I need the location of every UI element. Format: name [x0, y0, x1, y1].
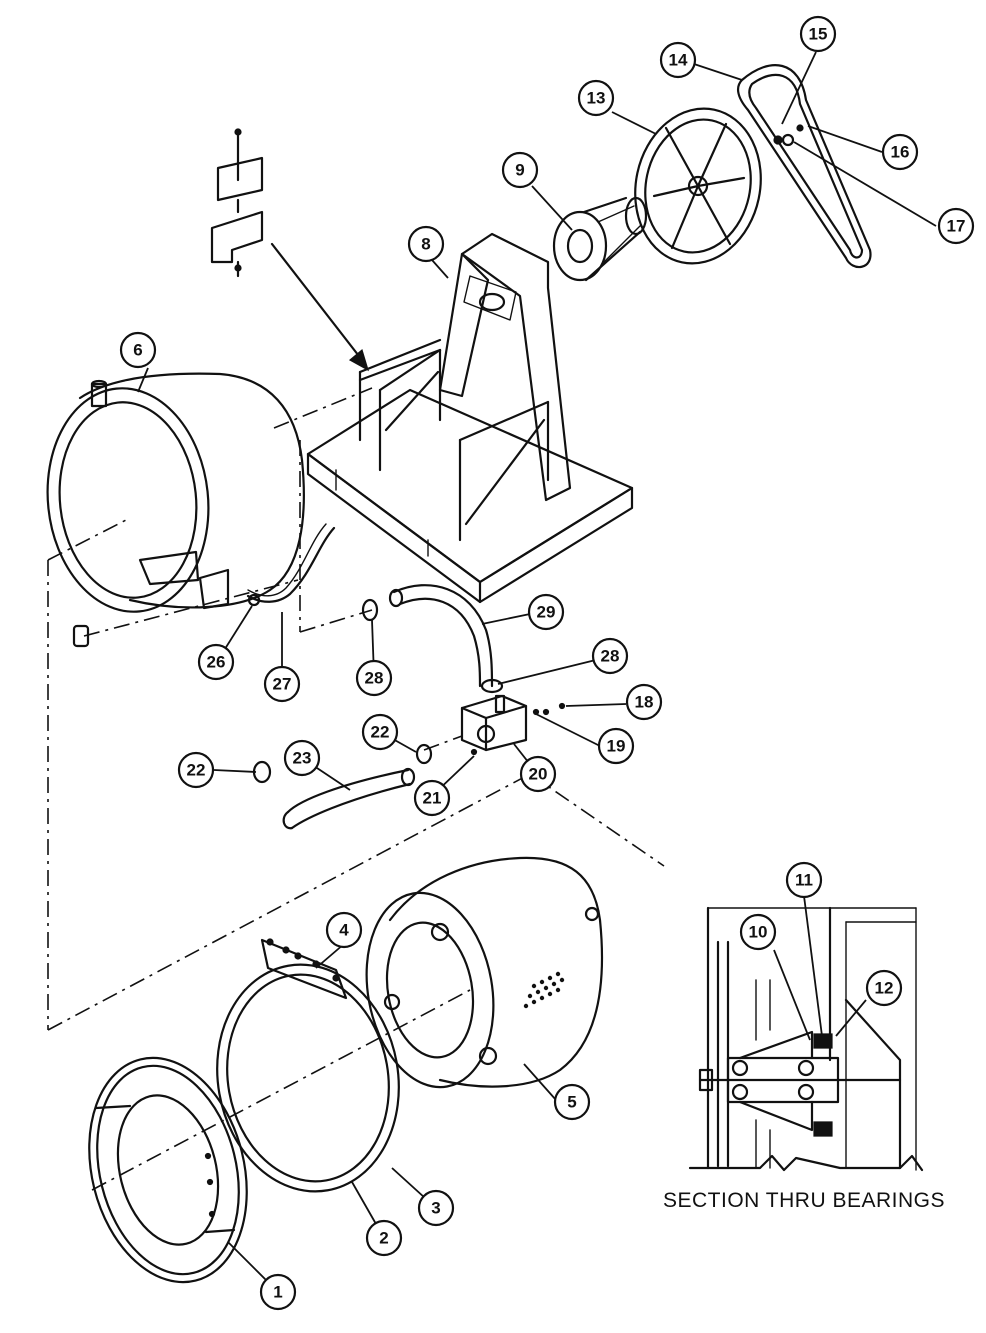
- front-panel: [88, 1056, 248, 1284]
- section-inset: SECTION THRU BEARINGS: [663, 906, 945, 1212]
- svg-text:2: 2: [379, 1229, 388, 1248]
- callout-17: 17: [937, 207, 975, 245]
- svg-text:9: 9: [515, 161, 524, 180]
- svg-text:22: 22: [371, 723, 390, 742]
- basket-cylinder: [365, 856, 604, 1089]
- callout-27: 27: [263, 665, 301, 703]
- svg-text:3: 3: [431, 1199, 440, 1218]
- svg-text:29: 29: [537, 603, 556, 622]
- svg-text:12: 12: [875, 979, 894, 998]
- callout-19: 19: [597, 727, 635, 765]
- callout-11: 11: [785, 861, 823, 899]
- svg-text:27: 27: [273, 675, 292, 694]
- callout-16: 16: [881, 133, 919, 171]
- drive-belt: [736, 64, 872, 268]
- drain-valve: [460, 694, 566, 756]
- svg-text:16: 16: [891, 143, 910, 162]
- svg-text:5: 5: [567, 1093, 576, 1112]
- drain-hose: [361, 584, 504, 694]
- svg-text:13: 13: [587, 89, 606, 108]
- bracket-assembly: [210, 128, 264, 278]
- callout-3: 3: [417, 1189, 455, 1227]
- svg-text:17: 17: [947, 217, 966, 236]
- svg-text:11: 11: [795, 871, 813, 890]
- vent-holes: [523, 971, 565, 1009]
- section-caption: SECTION THRU BEARINGS: [663, 1189, 945, 1212]
- callout-1: 1: [259, 1273, 297, 1311]
- callouts: 1 2 3 4 5 6 8 9 10 11 12 13 14 15 16 17 …: [119, 15, 975, 1311]
- svg-text:28: 28: [601, 647, 620, 666]
- svg-text:18: 18: [635, 693, 654, 712]
- svg-text:19: 19: [607, 737, 626, 756]
- door-ring: [216, 938, 400, 1193]
- callout-9: 9: [501, 151, 539, 189]
- bearing-housing: [552, 196, 648, 282]
- drive-pulley: [634, 107, 762, 265]
- svg-text:20: 20: [529, 765, 548, 784]
- callout-26: 26: [197, 643, 235, 681]
- callout-28b: 28: [591, 637, 629, 675]
- svg-text:15: 15: [809, 25, 828, 44]
- callout-22b: 22: [361, 713, 399, 751]
- support-frame: [306, 232, 634, 604]
- svg-text:21: 21: [423, 789, 442, 808]
- svg-text:28: 28: [365, 669, 384, 688]
- callout-21: 21: [413, 779, 451, 817]
- alignment-lines: [47, 387, 665, 1191]
- tub-drain-hose: [246, 523, 336, 607]
- connector-hose: [252, 743, 433, 830]
- callout-14: 14: [659, 41, 697, 79]
- callout-18: 18: [625, 683, 663, 721]
- outer-tub: [46, 372, 305, 648]
- callout-8: 8: [407, 225, 445, 263]
- callout-2: 2: [365, 1219, 403, 1257]
- callout-22a: 22: [177, 751, 215, 789]
- svg-text:4: 4: [339, 921, 349, 940]
- callout-23: 23: [283, 739, 321, 777]
- svg-text:26: 26: [207, 653, 226, 672]
- svg-text:23: 23: [293, 749, 312, 768]
- callout-5: 5: [553, 1083, 591, 1121]
- svg-text:1: 1: [273, 1283, 282, 1302]
- callout-29: 29: [527, 593, 565, 631]
- svg-text:14: 14: [669, 51, 688, 70]
- svg-text:8: 8: [421, 235, 430, 254]
- callout-10: 10: [739, 913, 777, 951]
- callout-12: 12: [865, 969, 903, 1007]
- svg-text:22: 22: [187, 761, 206, 780]
- callout-6: 6: [119, 331, 157, 369]
- callout-20: 20: [519, 755, 557, 793]
- callout-4: 4: [325, 911, 363, 949]
- svg-text:10: 10: [749, 923, 768, 942]
- assembly-arrow: [270, 242, 369, 372]
- callout-28a: 28: [355, 659, 393, 697]
- leader-lines: [137, 51, 937, 1293]
- callout-13: 13: [577, 79, 615, 117]
- svg-text:6: 6: [133, 341, 142, 360]
- callout-15: 15: [799, 15, 837, 53]
